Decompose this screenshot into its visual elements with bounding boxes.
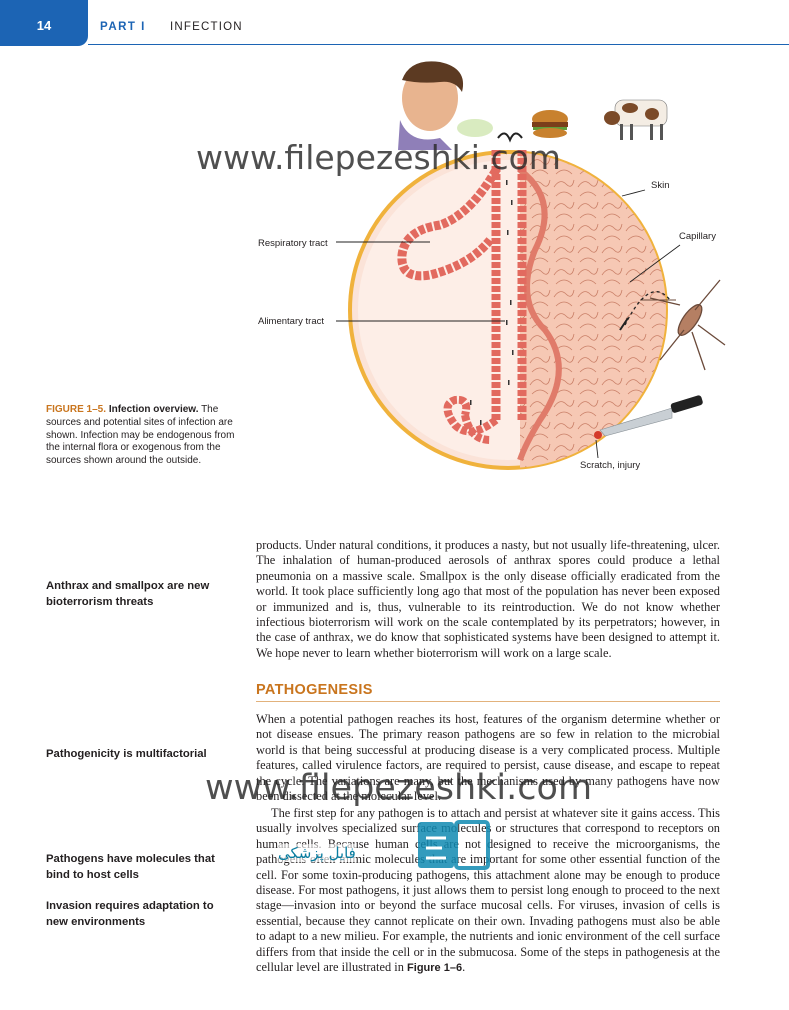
knife-icon (594, 395, 703, 439)
mouth-entry-arrows (497, 132, 523, 143)
person-head-illustration (398, 61, 464, 150)
page-number: 14 (0, 0, 88, 46)
capillary-leader (629, 244, 681, 283)
skin-leader (621, 189, 646, 197)
mosquito-icon (640, 279, 726, 371)
paragraph-attachment-text: The first step for any pathogen is to at… (256, 806, 720, 975)
cow-icon (604, 99, 668, 140)
caption-number: FIGURE 1–5. (46, 404, 107, 415)
paragraph-attachment: The first step for any pathogen is to at… (256, 806, 720, 976)
infection-overview-figure: Skin Respiratory tract Capillary Aliment… (258, 61, 726, 471)
watermark-url-top: www.filepezeshki.com (196, 138, 561, 177)
label-skin: Skin (651, 180, 669, 191)
section-heading-pathogenesis: PATHOGENESIS (256, 682, 720, 702)
watermark-url-bottom: www.filepezeshki.com (205, 768, 593, 808)
margin-note-pathogenicity: Pathogenicity is multifactorial (46, 748, 207, 760)
part-title: INFECTION (170, 21, 243, 33)
intestinal-wall (517, 167, 562, 461)
header-rule (88, 44, 789, 45)
figure-1-6-link[interactable]: Figure 1–6 (407, 962, 463, 975)
microbe-dashes (470, 180, 514, 425)
margin-note-invasion: Invasion requires adaptation to new envi… (46, 900, 214, 928)
respiratory-tract-loop (397, 167, 500, 281)
paragraph-attachment-end: . (462, 960, 466, 975)
margin-note-bioterrorism: Anthrax and smallpox are new bioterroris… (46, 580, 210, 608)
alimentary-tract-tube (491, 150, 527, 420)
part-label: PART I (100, 21, 146, 33)
lower-gut-loops (443, 395, 499, 444)
watermark-logo-text: فایل پزشکی (278, 844, 356, 862)
caption-text: The sources and potential sites of infec… (46, 404, 235, 467)
aerosol-cloud (457, 119, 493, 137)
scratch-leader (595, 439, 599, 459)
margin-note-binding: Pathogens have molecules that bind to ho… (46, 853, 215, 881)
label-capillary: Capillary (679, 231, 716, 242)
arrowhead (619, 317, 629, 331)
caption-title: Infection overview. (108, 404, 199, 415)
paragraph-pathogenesis-intro: When a potential pathogen reaches its ho… (256, 712, 720, 804)
paragraph-bioterrorism: products. Under natural conditions, it p… (256, 538, 720, 660)
watermark-logo-icon (418, 820, 490, 870)
hamburger-icon (532, 110, 568, 138)
figure-caption: FIGURE 1–5. Infection overview. The sour… (46, 404, 236, 468)
label-respiratory-tract: Respiratory tract (258, 238, 328, 249)
label-scratch-injury: Scratch, injury (580, 460, 640, 471)
label-alimentary-tract: Alimentary tract (258, 316, 324, 327)
